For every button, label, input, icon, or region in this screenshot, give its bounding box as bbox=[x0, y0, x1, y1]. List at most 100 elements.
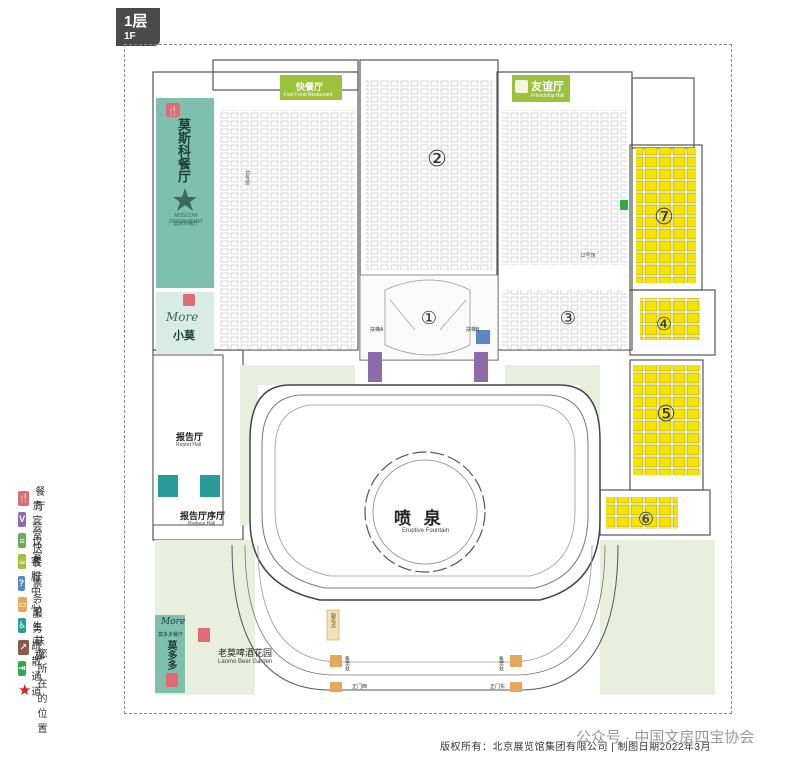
exit-icon bbox=[620, 200, 628, 210]
moscow-restaurant-en: MOSCOW RESTAURANT bbox=[169, 213, 203, 225]
service-center-icon bbox=[476, 330, 490, 344]
legend-label: 会议室 bbox=[32, 522, 43, 564]
legend-label: 贵宾室 bbox=[32, 500, 43, 542]
floor-label-cn: 1层 bbox=[124, 13, 148, 30]
restaurant-icon: 🍴 bbox=[18, 490, 30, 506]
map-frame bbox=[124, 44, 732, 714]
hall-7-booths bbox=[636, 148, 696, 283]
report-hall-name: 报告厅 bbox=[176, 432, 204, 442]
fountain-en: Eruptive Fountain bbox=[402, 528, 450, 534]
hall-2-seating bbox=[365, 80, 493, 270]
mo-duo-duo-sub: 莫多多餐厅 bbox=[158, 632, 184, 638]
legend-item: ? 客服中心 bbox=[18, 557, 49, 613]
legend-item: 🍴 餐厅 bbox=[18, 487, 49, 513]
legend-label: 快餐厅 bbox=[32, 543, 43, 585]
hall-3-number: ③ bbox=[560, 308, 576, 328]
escalator-b-icon bbox=[474, 352, 488, 382]
small-mo-restaurant-icon bbox=[183, 294, 195, 306]
restroom-icon-right bbox=[200, 475, 220, 497]
fountain bbox=[364, 451, 486, 573]
legend-label: 餐厅 bbox=[35, 487, 46, 513]
friendship-name: 友谊厅 bbox=[531, 81, 564, 93]
beer-garden-en: Laomo Beer Garden bbox=[218, 659, 273, 665]
restaurant-icon bbox=[166, 103, 180, 117]
ticket-label-east: 售票处 bbox=[498, 656, 504, 671]
escalator-a-label: 扶梯A bbox=[370, 327, 384, 333]
ticket-icon-west bbox=[330, 655, 342, 667]
hall-12-left-seating bbox=[220, 290, 355, 350]
ticket-icon-east bbox=[510, 655, 522, 667]
service-icon: ? bbox=[18, 575, 25, 591]
fountain-name: 喷 泉 bbox=[394, 509, 445, 528]
hall-3-seating bbox=[502, 290, 627, 350]
legend-item: ⇥ 疏散通道 bbox=[18, 642, 49, 698]
hall-6-booths bbox=[606, 497, 678, 529]
legend-label: 疏散通道 bbox=[31, 642, 42, 699]
legend-label: 您所在的位置 bbox=[37, 648, 48, 735]
watermark: 公众号 · 中国文房四宝协会 bbox=[576, 729, 755, 746]
exit-icon: ⇥ bbox=[18, 660, 26, 676]
legend-item: V 贵宾室 bbox=[18, 501, 49, 542]
hall-11-seating bbox=[220, 110, 355, 290]
yellow-booths bbox=[606, 148, 701, 529]
moscow-restaurant-sub: 莫斯科餐厅 bbox=[173, 221, 199, 227]
hall-7-number: ⑦ bbox=[654, 204, 674, 229]
preface-hall-en: Preface Hall bbox=[188, 521, 216, 527]
ticket-icon: ▭ bbox=[18, 597, 27, 612]
location-star-icon: ★ bbox=[18, 681, 32, 699]
legend-item: ★ 您所在的位置 bbox=[18, 649, 49, 735]
gate-west: 正门西 bbox=[352, 684, 368, 690]
beer-garden-name: 老莫啤酒花园 bbox=[218, 648, 273, 658]
moscow-restaurant-name: 莫斯科餐厅 bbox=[176, 118, 191, 183]
hall-5-booths bbox=[633, 365, 701, 475]
legend-label: 卫生间 bbox=[32, 607, 43, 649]
hall-12-seating bbox=[502, 110, 627, 265]
svg-text:🍴: 🍴 bbox=[167, 105, 178, 117]
hall-4-number: ④ bbox=[656, 314, 672, 334]
restroom-icon: ♿ bbox=[18, 618, 27, 634]
escalator-icon: ↗ bbox=[18, 639, 29, 655]
legend-item: ▭ 票务服务 bbox=[18, 579, 49, 635]
beer-garden-restaurant-icon bbox=[198, 628, 210, 642]
friendship-en: Friendship Hall bbox=[531, 93, 565, 99]
small-mo-name: 小莫 bbox=[173, 330, 195, 342]
legend-label: 票务服务 bbox=[32, 578, 43, 635]
restroom-icon-left bbox=[158, 475, 178, 497]
hall-4-booths bbox=[640, 298, 700, 340]
legend-label: 扶梯 bbox=[34, 636, 45, 663]
floor-label-en: 1F bbox=[124, 31, 136, 42]
hall-1-number: ① bbox=[421, 308, 437, 328]
report-hall-en: Report Hall bbox=[176, 442, 202, 448]
hall-number-markers: ② ① ③ ⑦ ④ ⑤ ⑥ bbox=[421, 146, 676, 529]
fast-food-name: 快餐厅 bbox=[296, 82, 324, 92]
ticket-label-west: 售票处 bbox=[344, 656, 350, 671]
central-lobby bbox=[359, 274, 499, 361]
mo-duo-duo-restaurant-icon bbox=[166, 673, 178, 687]
hall-6-number: ⑥ bbox=[638, 509, 654, 529]
hall-5-number: ⑤ bbox=[656, 401, 676, 426]
hall-2-number: ② bbox=[427, 146, 447, 171]
escalator-a-icon bbox=[368, 352, 382, 382]
footer-copyright: 版权所有：北京展览馆集团有限公司 | 制图日期2022年3月 bbox=[440, 742, 711, 753]
preface-hall-name: 报告厅序厅 bbox=[180, 511, 226, 521]
fast-food-en: Fast Food Restaurant bbox=[284, 92, 333, 98]
fastfood-icon: ☕ bbox=[18, 554, 27, 570]
gate-east: 正门东 bbox=[490, 684, 506, 690]
service-point bbox=[326, 609, 340, 641]
hall-12-label: 12号馆 bbox=[580, 253, 596, 259]
legend-item: ↗ 扶梯 bbox=[18, 636, 49, 662]
beer-garden-right bbox=[600, 540, 715, 695]
mo-duo-duo-logo: More bbox=[161, 617, 186, 627]
legend-item: ≡ 会议室 bbox=[18, 522, 49, 563]
escalator-b-label: 扶梯B bbox=[466, 327, 480, 333]
small-mo-logo: More bbox=[166, 310, 199, 324]
vip-icon: V bbox=[18, 511, 27, 527]
hall-11-label: 11号馆 bbox=[244, 170, 250, 186]
meeting-icon: ≡ bbox=[18, 533, 27, 549]
legend-item: ☕ 快餐厅 bbox=[18, 543, 49, 584]
service-point-label: 服务点 bbox=[330, 613, 336, 628]
legend-item: ♿ 卫生间 bbox=[18, 607, 49, 648]
mo-duo-duo-name: 莫多多 bbox=[165, 640, 176, 670]
legend-label: 客服中心 bbox=[30, 557, 41, 614]
